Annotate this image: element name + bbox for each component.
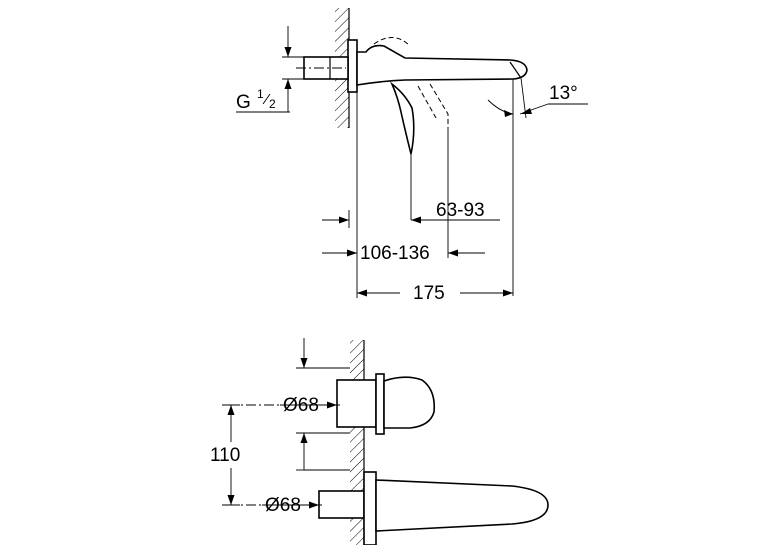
thread-fraction-den: 2 (269, 97, 276, 111)
inlet-pipe (296, 56, 349, 80)
thread-label: G (236, 92, 251, 113)
lever-dimension: 63-93 (322, 200, 500, 228)
spout-dimension-label: 175 (413, 283, 445, 304)
lower-diameter: Ø68 (262, 495, 319, 516)
wall-dimension: 106-136 (322, 243, 485, 264)
upper-diameter-label: Ø68 (283, 395, 319, 416)
upper-diameter: Ø68 (280, 395, 337, 416)
spout-aerator (509, 61, 522, 79)
side-view: G 1 2 13° 63-93 (236, 8, 588, 304)
top-view: Ø68 Ø68 110 (210, 338, 549, 545)
lower-diameter-label: Ø68 (265, 495, 301, 516)
lever-dimension-label: 63-93 (436, 200, 485, 221)
spout-side (356, 44, 528, 86)
spout-top (228, 471, 549, 545)
angle-dimension: 13° (487, 77, 588, 296)
spacing-dimension-label: 110 (210, 445, 240, 466)
thread-dimension: G 1 2 (236, 26, 304, 113)
lever-sweep-outline (373, 37, 449, 128)
angle-label: 13° (549, 83, 578, 104)
spacing-dimension: 110 (210, 404, 240, 506)
spout-dimension: 175 (357, 283, 513, 304)
thread-fraction-num: 1 (257, 87, 264, 101)
lever-side (390, 81, 415, 155)
wall-flange-side (347, 39, 358, 93)
wall-dimension-label: 106-136 (360, 243, 430, 264)
